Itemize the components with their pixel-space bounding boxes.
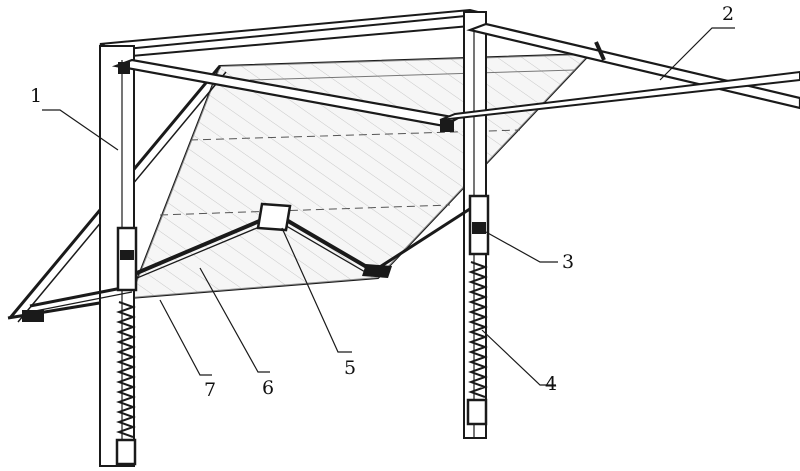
lower-bar bbox=[29, 284, 133, 313]
callout-2: 2 bbox=[722, 3, 734, 25]
callout-5: 5 bbox=[344, 357, 356, 379]
callout-3: 3 bbox=[562, 251, 574, 273]
right-spring-assembly bbox=[466, 194, 490, 426]
guide-rails bbox=[111, 22, 800, 132]
callout-7: 7 bbox=[204, 379, 216, 401]
left-spring-assembly bbox=[115, 226, 138, 466]
leader-lines bbox=[42, 27, 735, 386]
swing-arm-linkage bbox=[124, 202, 477, 284]
callout-1: 1 bbox=[30, 85, 42, 107]
callout-4: 4 bbox=[545, 373, 557, 395]
callout-6: 6 bbox=[262, 377, 274, 399]
callout-labels: 1 2 3 4 5 6 7 bbox=[30, 3, 734, 401]
